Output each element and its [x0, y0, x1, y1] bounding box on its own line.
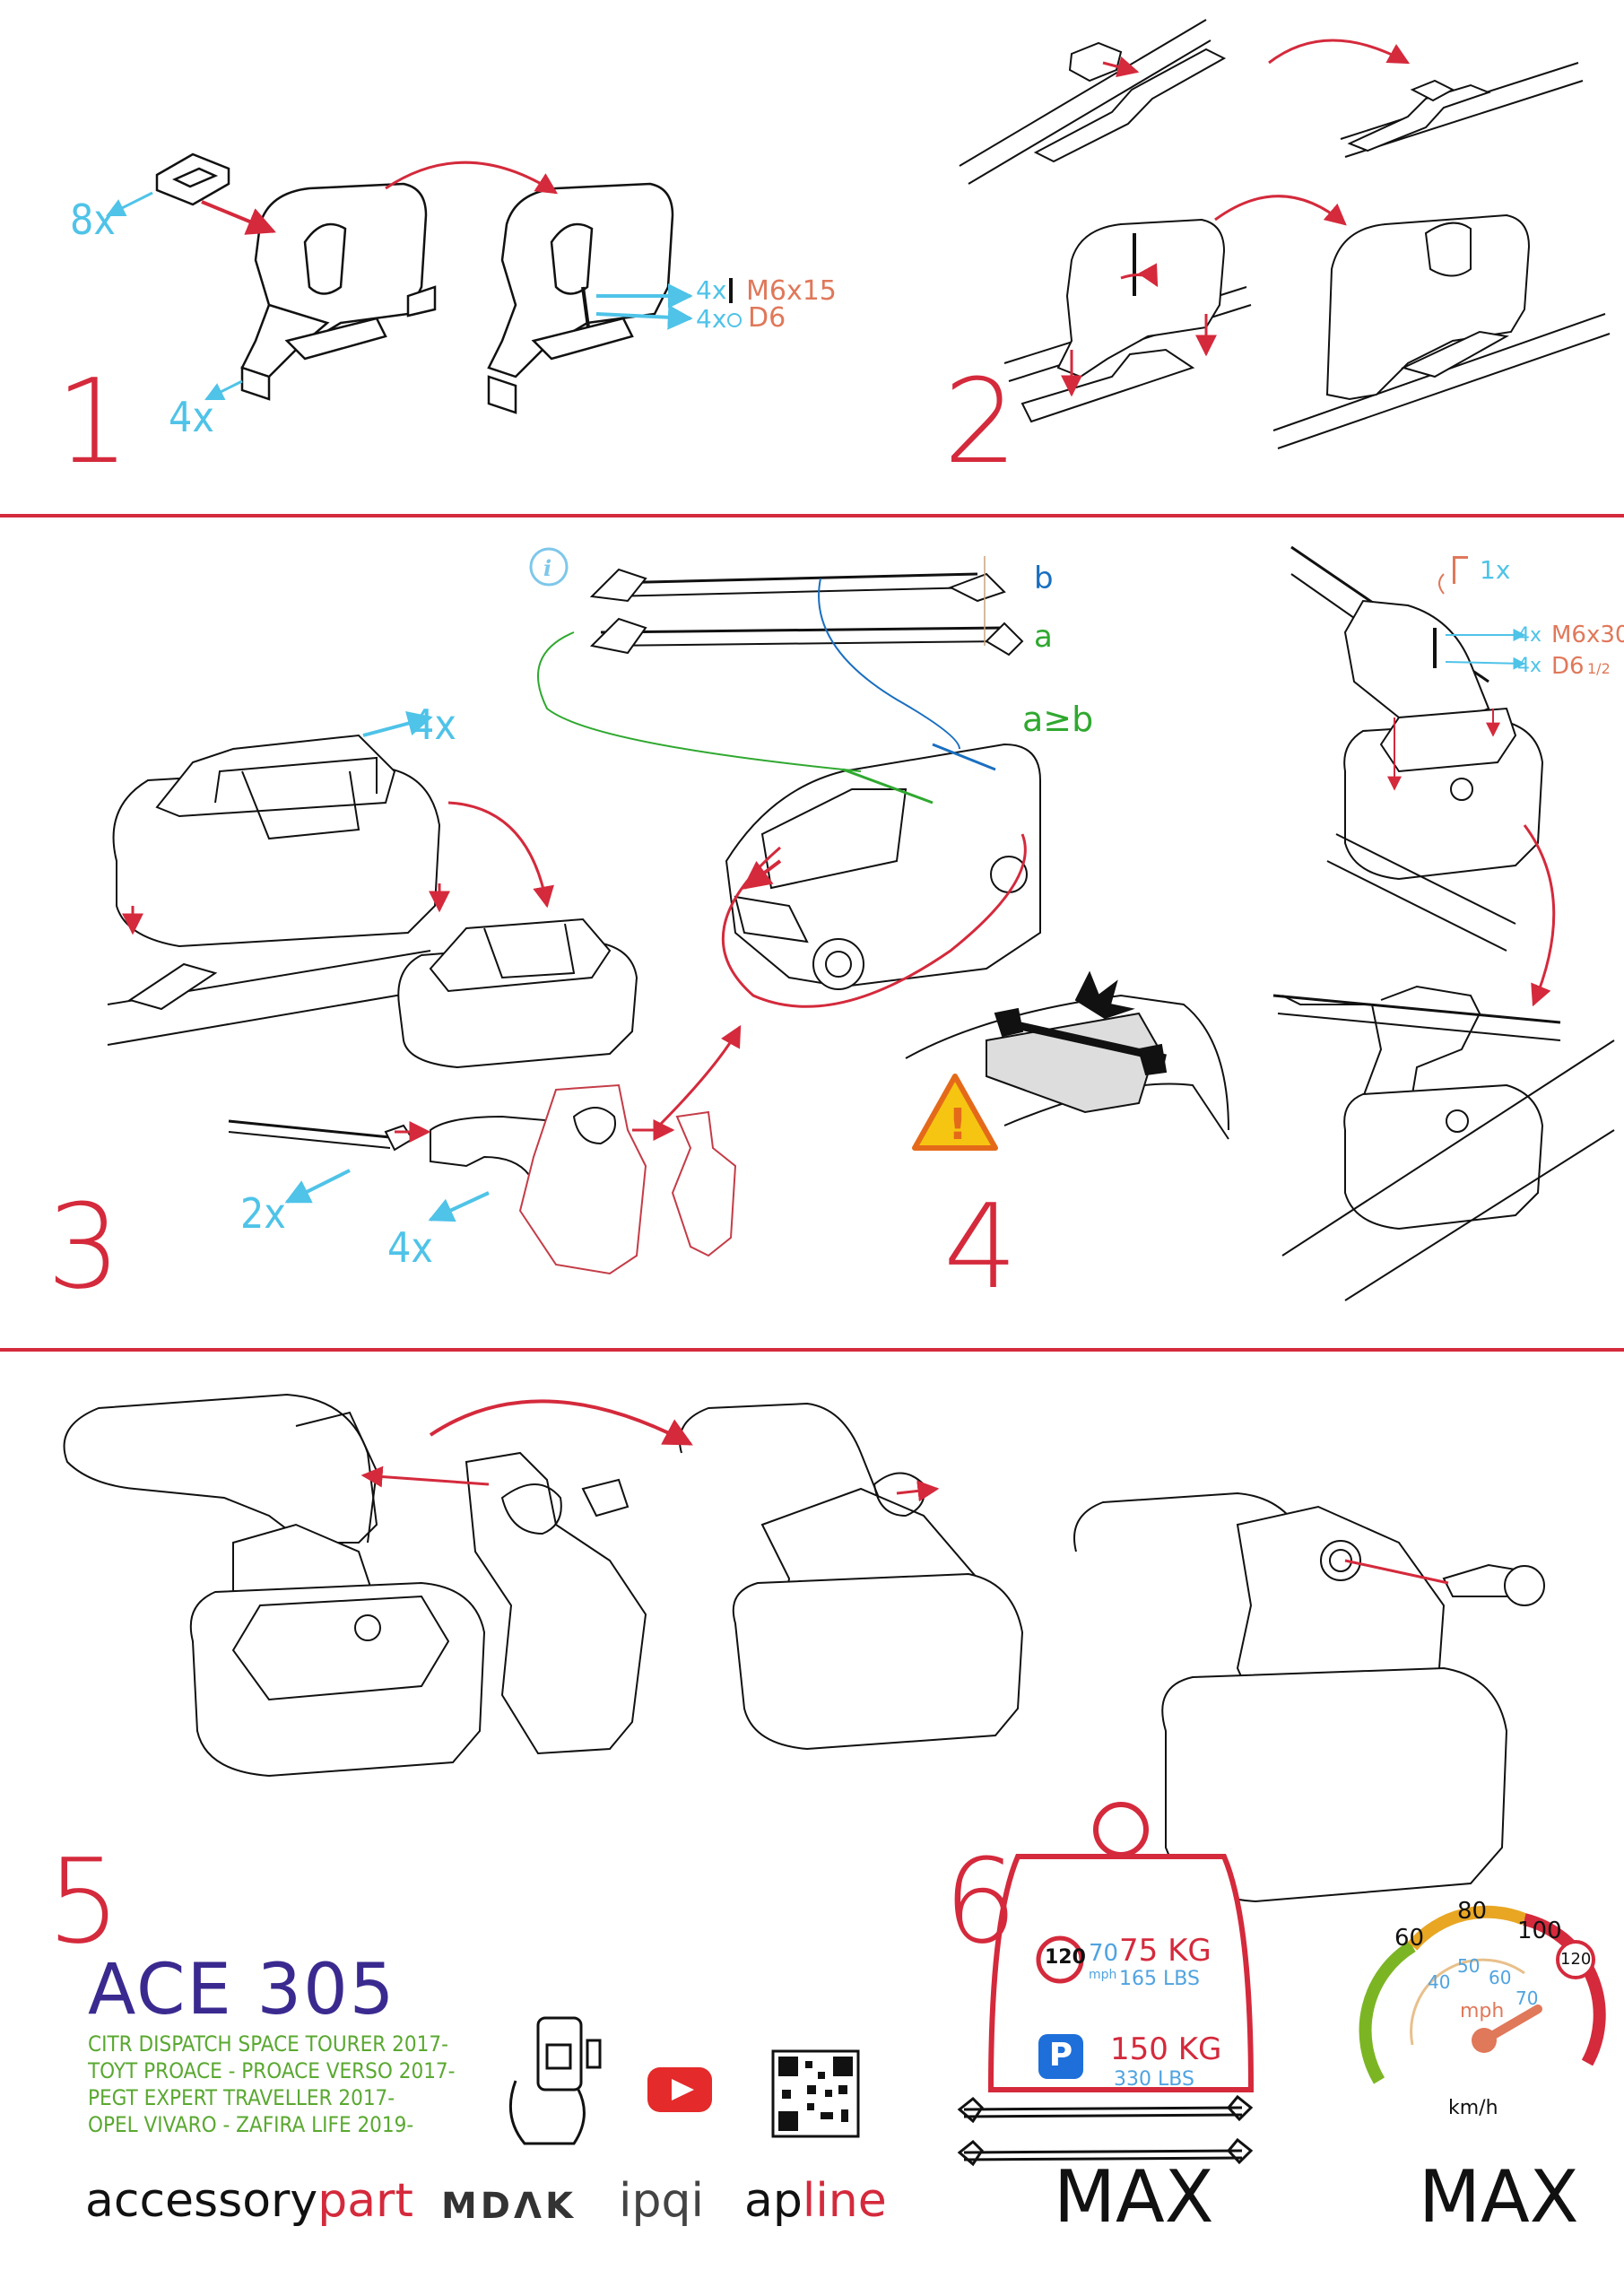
qty-pads: 4x: [169, 393, 214, 441]
info-icon: i: [529, 547, 569, 587]
kmh-tick-100: 100: [1517, 1918, 1562, 1944]
brand-ipqi: ipqi: [619, 2174, 704, 2228]
dimension-a: a: [1034, 619, 1053, 655]
qty-washer-long: 4x: [1517, 655, 1542, 677]
youtube-icon: [647, 2067, 712, 2112]
qty-clips: 8x: [70, 196, 116, 244]
vehicle-fit-2: TOYT PROACE - PROACE VERSO 2017-: [88, 2058, 456, 2083]
speed-mph-unit: mph: [1089, 1968, 1117, 1982]
speed-limit-value: 120: [1045, 1946, 1086, 1969]
park-load-kg: 150 KG: [1110, 2031, 1222, 2067]
step-number-4: 4: [943, 1178, 1018, 1315]
brand-accessorypart: accessorypart: [85, 2178, 413, 2224]
max-load-label: MAX: [1054, 2155, 1214, 2239]
kmh-tick-80: 80: [1457, 1898, 1488, 1925]
speed-mph-value: 70: [1089, 1940, 1119, 1967]
step5-illustration: [63, 1393, 1545, 1903]
step2-arrows: [1061, 39, 1411, 397]
mph-tick-70: 70: [1515, 1987, 1539, 2009]
step-number-3: 3: [47, 1178, 121, 1315]
mph-tick-60: 60: [1489, 1967, 1512, 1988]
qty-bolt: 4x: [696, 275, 727, 305]
speedometer-gauge: [1359, 1905, 1606, 2084]
svg-text:!: !: [948, 1100, 968, 1150]
step3-arrows: [122, 556, 1027, 1222]
bolt-icon: [729, 278, 733, 303]
dimension-rule: a≥b: [1022, 700, 1094, 739]
mph-tick-40: 40: [1428, 1971, 1451, 1993]
step-number-6: 6: [943, 1833, 1018, 1970]
parking-label: P: [1048, 2037, 1073, 2074]
load-weight-icon: [987, 1802, 1255, 2092]
section-divider-1: [0, 514, 1624, 517]
qty-end-cap: 2x: [240, 1189, 286, 1238]
kmh-tick-60: 60: [1394, 1925, 1425, 1952]
scan-phone-icon: [508, 2016, 602, 2145]
washer-icon: [727, 313, 742, 327]
qty-washer: 4x: [696, 304, 727, 334]
bolt-size-long: M6x30: [1551, 622, 1624, 648]
drive-load-kg: 75 KG: [1119, 1933, 1211, 1969]
step1-illustration: [155, 152, 674, 414]
max-speed-label: MAX: [1419, 2155, 1579, 2239]
step-number-5: 5: [47, 1833, 121, 1970]
washer-size: D6: [748, 302, 786, 334]
brand-apline: apline: [744, 2178, 887, 2224]
brand-mdak: MDΛK: [441, 2186, 577, 2227]
warning-icon: !: [912, 1074, 998, 1151]
dimension-b: b: [1034, 561, 1054, 596]
vehicle-fit-3: PEGT EXPERT TRAVELLER 2017-: [88, 2085, 395, 2110]
max-bars-icon: [957, 2094, 1254, 2167]
step5-arrows: [360, 1399, 1449, 1585]
mph-tick-50: 50: [1457, 1955, 1481, 1977]
vehicle-fit-4: OPEL VIVARO - ZAFIRA LIFE 2019-: [88, 2112, 414, 2137]
svg-text:i: i: [543, 555, 551, 581]
bolt-size: M6x15: [746, 275, 837, 307]
qr-code-icon: [771, 2049, 860, 2138]
speedometer-kmh-unit: km/h: [1448, 2097, 1498, 2119]
step3-illustration: [107, 568, 1041, 1275]
speed-limit-sign: [1036, 1935, 1084, 1984]
qty-side-cover: 4x: [387, 1223, 433, 1272]
qty-allen-key: 1x: [1480, 555, 1511, 585]
speedometer-mph-unit: mph: [1460, 2000, 1505, 2022]
qty-top-cover: 4x: [411, 700, 456, 749]
step4-arrows: [1387, 573, 1556, 1007]
step1-arrows: [106, 161, 693, 401]
allen-key-icon: [1453, 556, 1468, 584]
step2-illustration: [959, 19, 1611, 449]
qty-bolt-long: 4x: [1517, 624, 1542, 647]
section-divider-2: [0, 1348, 1624, 1352]
park-load-lbs: 330 LBS: [1114, 2068, 1194, 2091]
step-number-2: 2: [943, 353, 1018, 490]
speed-limit-marker: 120: [1560, 1950, 1592, 1969]
parking-sign: [1038, 2034, 1083, 2079]
step-number-1: 1: [56, 353, 130, 490]
vehicle-fit-1: CITR DISPATCH SPACE TOURER 2017-: [88, 2031, 448, 2057]
washer-size-suffix: 1/2: [1587, 660, 1611, 677]
brand-accessorypart-main: accessory: [85, 2174, 318, 2228]
brand-apline-accent: line: [802, 2174, 887, 2228]
washer-size-long: D6: [1551, 653, 1585, 680]
drive-load-lbs: 165 LBS: [1119, 1968, 1200, 1990]
model-name: ACE 305: [88, 1950, 396, 2031]
brand-accessorypart-accent: part: [317, 2174, 413, 2228]
brand-apline-main: ap: [744, 2174, 803, 2228]
